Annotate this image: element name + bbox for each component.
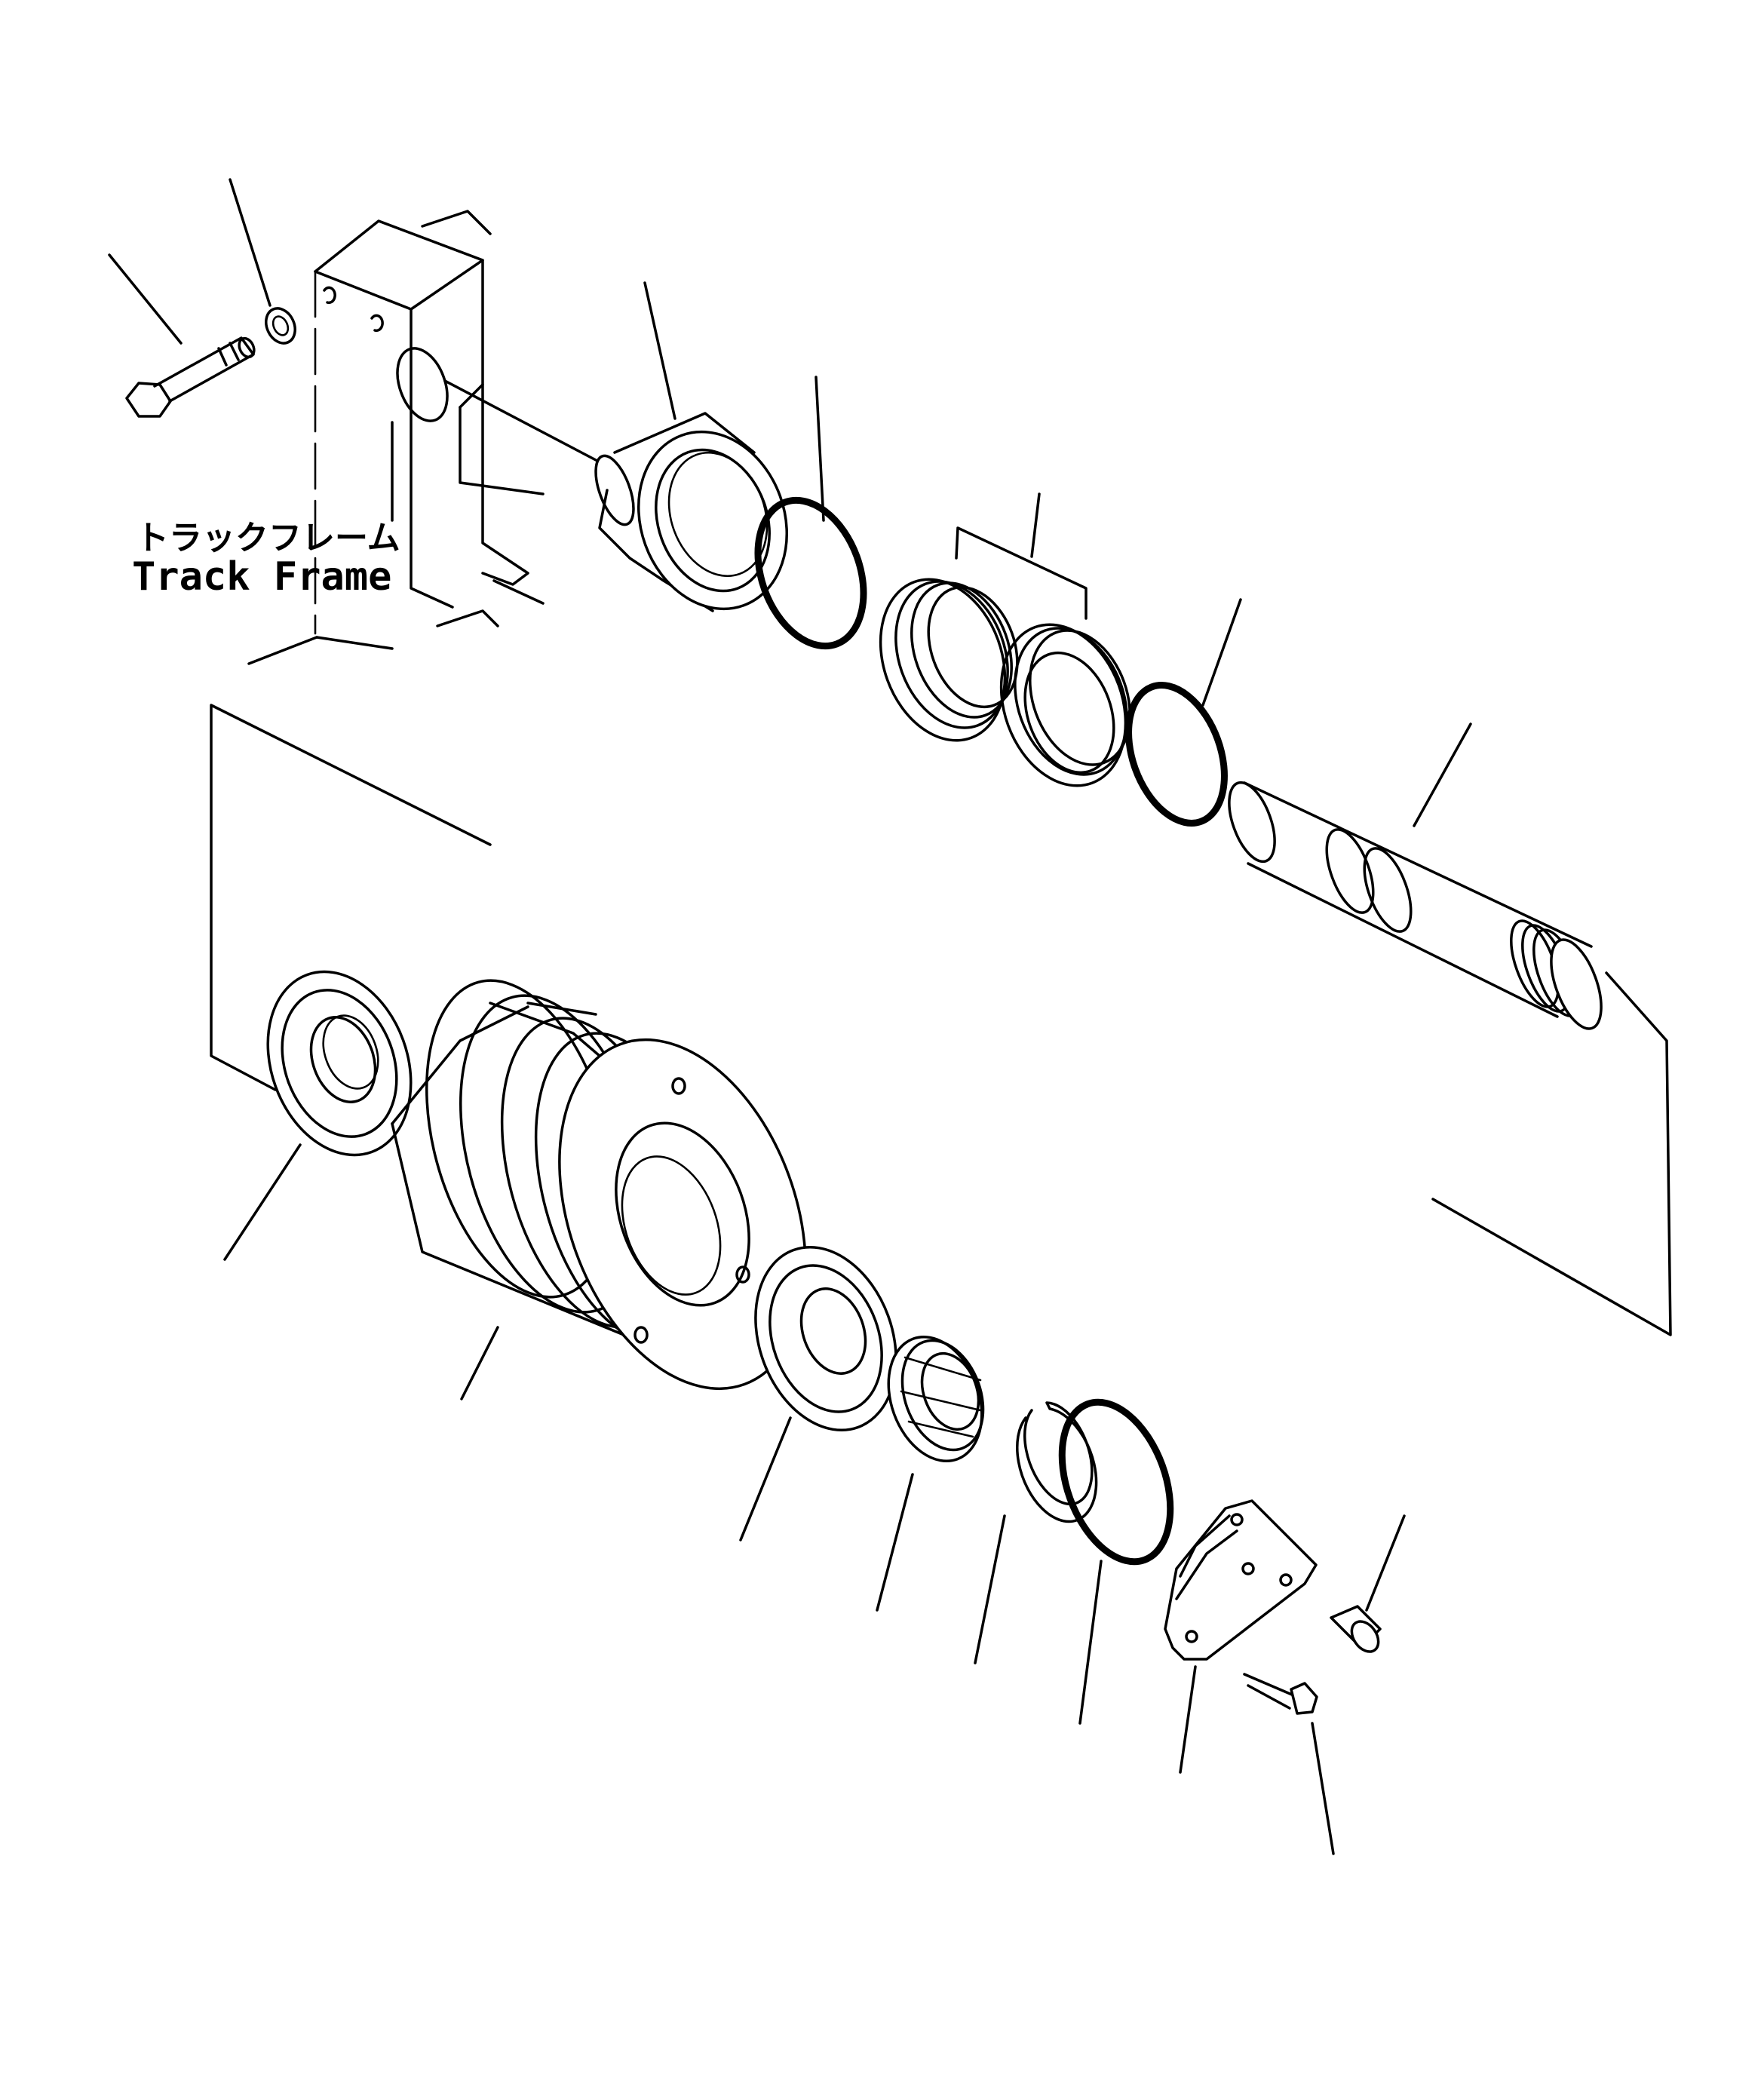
leader-lines xyxy=(108,178,1472,1855)
o-ring-3 xyxy=(1058,1398,1174,1566)
o-ring xyxy=(754,496,867,650)
collar xyxy=(594,412,789,612)
lock-nut xyxy=(887,1335,985,1463)
ball-bearing-2 xyxy=(754,1245,897,1432)
track-frame-label: トラックフレーム Track Frame xyxy=(132,519,400,600)
cover-bolt xyxy=(1243,1673,1318,1715)
track-frame-bracket xyxy=(247,210,597,665)
end-cover xyxy=(1164,1499,1318,1661)
track-frame-label-jp: トラックフレーム xyxy=(136,519,400,557)
mounting-bolt xyxy=(125,336,256,418)
assembly-guide-lines xyxy=(210,704,1672,1336)
floating-seal-pair xyxy=(879,526,1131,787)
washer xyxy=(265,307,296,345)
plug xyxy=(1330,1605,1382,1653)
o-ring-2 xyxy=(1125,682,1228,827)
track-frame-label-en: Track Frame xyxy=(132,554,391,600)
shaft xyxy=(1228,781,1603,1030)
ball-bearing xyxy=(266,970,413,1157)
roller-body xyxy=(391,979,807,1391)
snap-ring xyxy=(1016,1401,1098,1523)
